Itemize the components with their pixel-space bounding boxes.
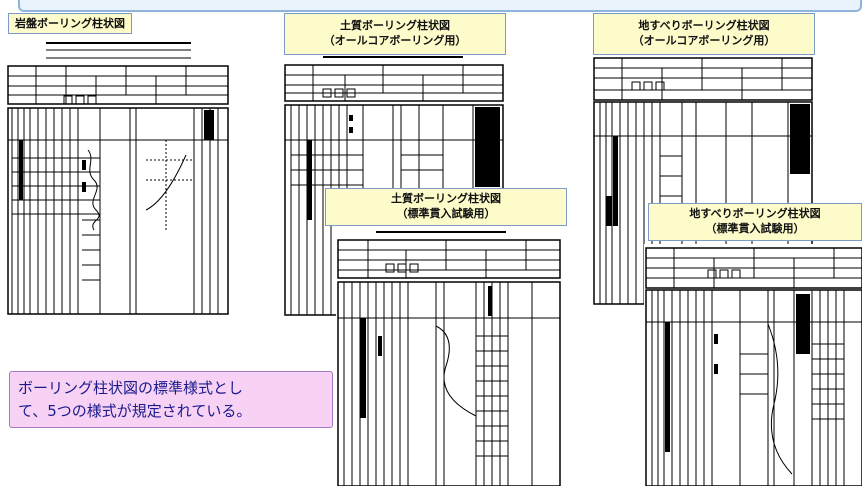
form-sheet-rock-drawing — [7, 42, 229, 315]
form-title-soil-allcore-line1: 土質ボーリング柱状図 — [340, 19, 450, 32]
form-title-rock-line1: 岩盤ボーリング柱状図 — [15, 17, 125, 30]
form-title-soil-allcore: 土質ボーリング柱状図 （オールコアボーリング用） — [284, 13, 506, 55]
form-title-landslide-spt-line1: 地すべりボーリング柱状図 — [689, 207, 821, 220]
summary-note: ボーリング柱状図の標準様式とし て、5つの様式が規定されている。 — [9, 371, 333, 428]
form-title-soil-spt: 土質ボーリング柱状図 （標準貫入試験用） — [325, 188, 567, 226]
form-title-soil-spt-line2: （標準貫入試験用） — [396, 207, 496, 220]
form-title-landslide-spt: 地すべりボーリング柱状図 （標準貫入試験用） — [648, 203, 862, 241]
form-sheet-soil-spt-drawing — [337, 231, 561, 486]
form-title-landslide-spt-line2: （標準貫入試験用） — [705, 222, 805, 235]
form-title-landslide-allcore-line2: （オールコアボーリング用） — [632, 34, 776, 47]
top-banner — [18, 0, 862, 12]
form-title-landslide-allcore-line1: 地すべりボーリング柱状図 — [638, 19, 770, 32]
summary-note-line1: ボーリング柱状図の標準様式とし — [18, 379, 244, 397]
form-sheet-rock — [6, 40, 230, 316]
form-title-landslide-allcore: 地すべりボーリング柱状図 （オールコアボーリング用） — [593, 13, 815, 55]
form-title-soil-allcore-line2: （オールコアボーリング用） — [323, 34, 467, 47]
form-sheet-landslide-spt — [644, 244, 862, 486]
form-sheet-soil-spt — [336, 226, 562, 486]
form-title-soil-spt-line1: 土質ボーリング柱状図 — [391, 192, 501, 205]
summary-note-line2: て、5つの様式が規定されている。 — [18, 402, 252, 420]
form-sheet-landslide-spt-drawing — [645, 247, 862, 486]
form-title-rock: 岩盤ボーリング柱状図 — [8, 13, 132, 34]
form-sheet-soil-allcore-drawing — [284, 56, 504, 316]
